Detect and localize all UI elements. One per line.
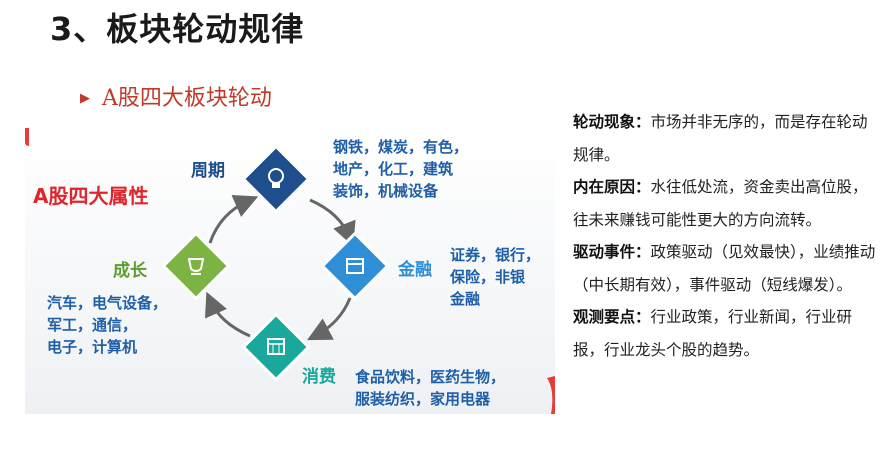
node-label-finance: 金融 — [398, 260, 432, 280]
arrow-consume-to-growth — [204, 291, 251, 338]
note-internal-cause: 内在原因：水往低处流，资金卖出高位股，往未来赚钱可能性更大的方向流转。 — [573, 178, 868, 229]
note-observation-points: 观测要点：行业政策，行业新闻，行业研报，行业龙头个股的趋势。 — [573, 308, 853, 359]
note-rotation-phenomenon: 轮动现象：市场并非无序的，而是存在轮动规律。 — [573, 113, 868, 164]
node-items-cycle: 钢铁，煤炭，有色， 地产，化工，建筑 装饰，机械设备 — [333, 138, 469, 200]
node-items-growth: 汽车，电气设备， 军工，通信， 电子，计算机 — [47, 294, 168, 356]
notes-panel: 轮动现象：市场并非无序的，而是存在轮动规律。 内在原因：水往低处流，资金卖出高位… — [573, 106, 877, 366]
node-finance — [320, 231, 390, 301]
attribute-label: A股四大属性 — [33, 184, 149, 208]
node-consume — [241, 312, 311, 382]
node-items-consume: 食品饮料，医药生物， 服装纺织，家用电器 — [355, 368, 506, 408]
arrow-cycle-to-finance — [309, 198, 356, 247]
corner-decoration — [547, 376, 555, 414]
triangle-bullet-icon: ▶ — [80, 91, 90, 106]
rotation-diagram — [25, 128, 555, 414]
node-label-growth: 成长 — [113, 261, 147, 281]
page-title: 3、板块轮动规律 — [50, 10, 305, 48]
calendar-icon — [346, 258, 364, 274]
arrow-finance-to-consume — [307, 297, 352, 341]
note-driving-events: 驱动事件：政策驱动（见效最快），业绩推动（中长期有效），事件驱动（短线爆发）。 — [573, 243, 876, 294]
subtitle-text: A股四大板块轮动 — [102, 86, 272, 111]
node-growth — [161, 231, 231, 301]
node-label-consume: 消费 — [302, 367, 336, 387]
section-subtitle: ▶ A股四大板块轮动 — [80, 80, 272, 112]
trophy-icon — [187, 258, 205, 275]
node-label-cycle: 周期 — [191, 161, 225, 181]
corner-decoration — [25, 128, 29, 146]
sector-rotation-figure: A股四大属性 周期 钢铁，煤炭，有色， 地产，化工，建筑 装饰，机械设备 金融 … — [25, 128, 555, 414]
node-cycle — [241, 144, 311, 214]
calendar-grid-icon — [267, 338, 285, 355]
arrow-growth-to-cycle — [208, 194, 259, 244]
node-items-finance: 证券，银行， 保险，非银 金融 — [450, 246, 541, 308]
lightbulb-icon — [268, 168, 284, 188]
